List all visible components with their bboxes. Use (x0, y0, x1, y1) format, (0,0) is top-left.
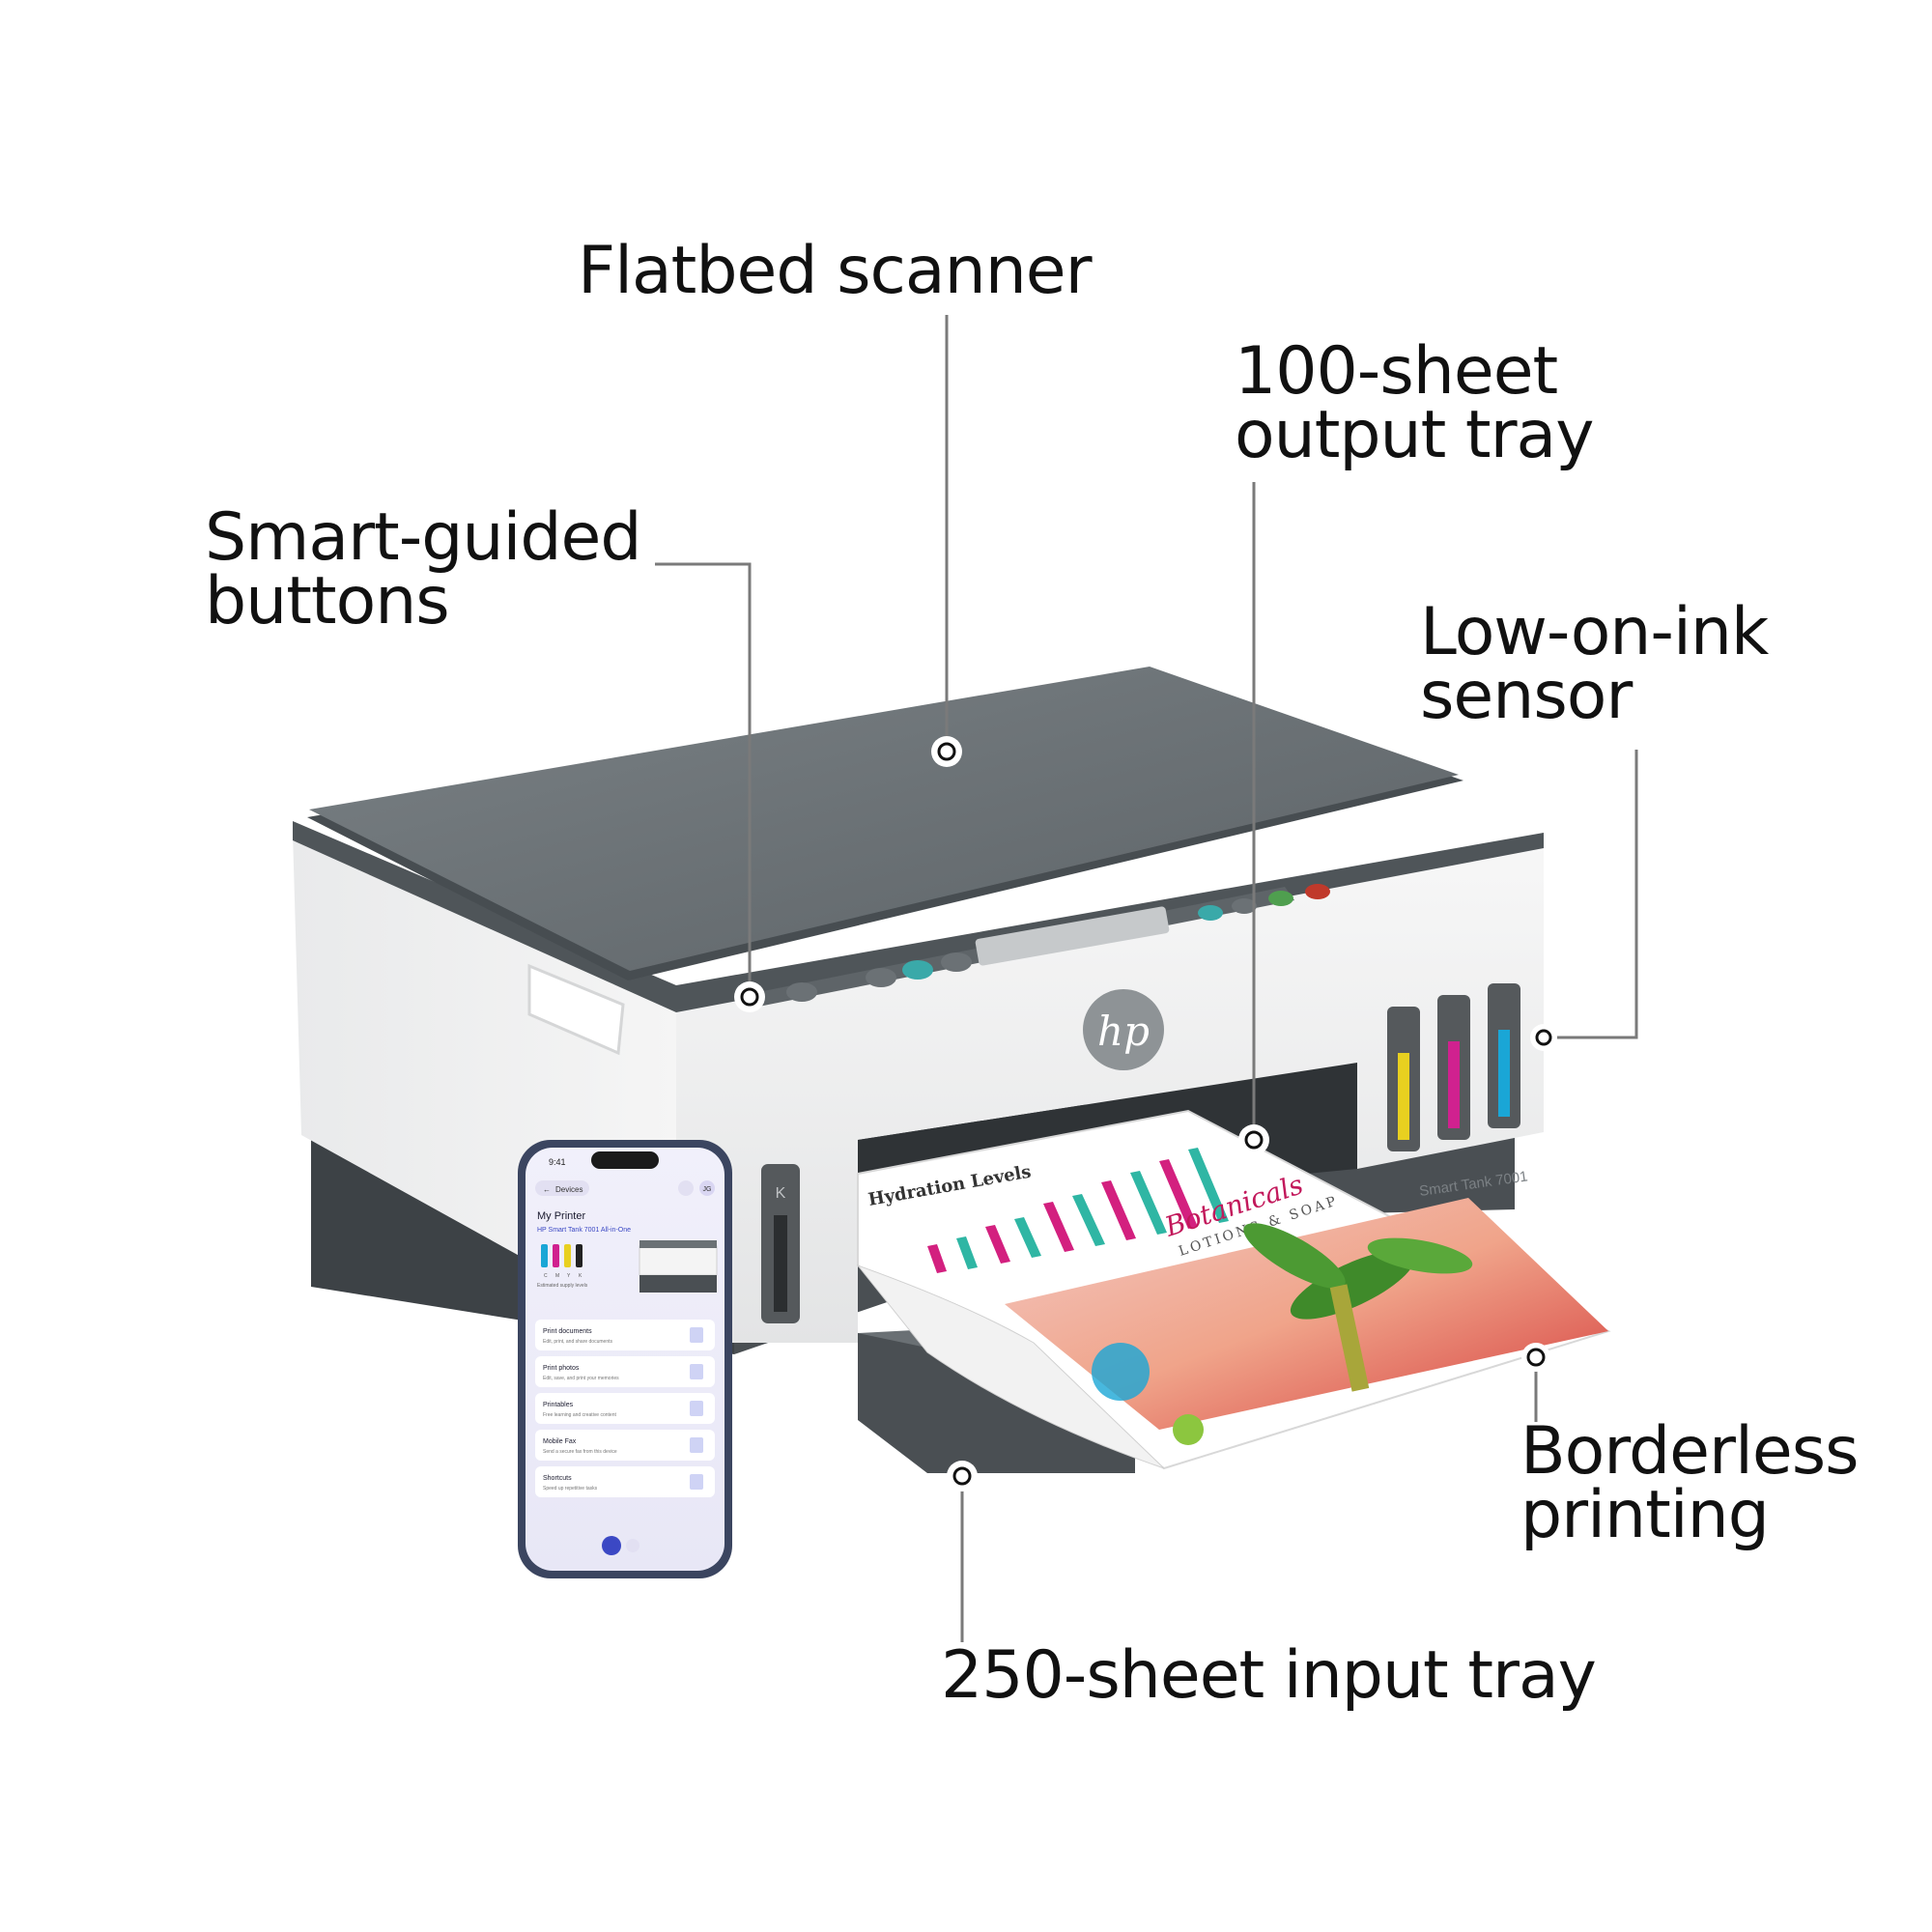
lcd-display (975, 906, 1170, 966)
marker-flatbed (931, 736, 962, 767)
svg-text:Edit, print, and share documen: Edit, print, and share documents (543, 1339, 612, 1345)
callout-borderless-line1: Borderless (1520, 1413, 1860, 1490)
svg-text:Y: Y (567, 1273, 571, 1279)
avatar[interactable] (699, 1180, 715, 1196)
callout-borderless-printing: Borderless printing (1520, 1413, 1860, 1553)
callout-smart-buttons: Smart-guided buttons (205, 499, 642, 639)
marker-buttons (734, 981, 765, 1012)
control-panel (734, 884, 1330, 1009)
scanner-lid (307, 667, 1463, 980)
svg-text:Speed up repetitive tasks: Speed up repetitive tasks (543, 1486, 598, 1492)
callout-output-tray: 100-sheet output tray (1235, 333, 1594, 473)
palm-plant-image (1243, 1223, 1473, 1392)
callout-output-line2: output tray (1235, 397, 1594, 473)
svg-text:My Printer: My Printer (537, 1210, 585, 1222)
printout-bar-chart (927, 1148, 1229, 1273)
svg-text:Printables: Printables (543, 1402, 574, 1408)
svg-text:Shortcuts: Shortcuts (543, 1475, 572, 1482)
smartphone: 9:41 ← Devices JG My Printer HP Smart Ta… (518, 1140, 732, 1578)
marker-input-tray (947, 1461, 978, 1492)
hp-logo-icon: hp (1083, 989, 1164, 1070)
callout-input-tray: 250-sheet input tray (941, 1637, 1597, 1714)
svg-text:HP Smart Tank 7001 All-in-One: HP Smart Tank 7001 All-in-One (537, 1227, 631, 1234)
svg-text:K: K (579, 1273, 582, 1279)
callout-flatbed-line1: Flatbed scanner (578, 233, 1093, 309)
svg-text:K: K (776, 1185, 786, 1202)
svg-text:Edit, save, and print your mem: Edit, save, and print your memories (543, 1376, 619, 1381)
callout-flatbed-scanner: Flatbed scanner (578, 233, 1093, 309)
svg-text:Print photos: Print photos (543, 1365, 580, 1372)
svg-text:Free learning and creative con: Free learning and creative content (543, 1412, 616, 1418)
callout-lines (655, 315, 1638, 1642)
phone-menu: Print documents Edit, print, and share d… (535, 1320, 715, 1497)
callout-buttons-line2: buttons (205, 563, 450, 639)
scan-nav-icon[interactable] (626, 1539, 639, 1552)
marker-borderless (1521, 1343, 1550, 1372)
svg-text:C: C (544, 1273, 548, 1279)
marker-output-tray (1238, 1124, 1269, 1155)
printed-sheet: Hydration Levels Botanicals LOTIONS & SO… (856, 1109, 1611, 1470)
svg-text:Send a secure fax from this de: Send a secure fax from this device (543, 1449, 617, 1455)
callout-markers (734, 736, 1557, 1492)
phone-printer-thumbnail (639, 1240, 718, 1293)
callout-ink-line1: Low-on-ink (1420, 594, 1769, 670)
menu-print-photos[interactable]: Print photos Edit, save, and print your … (535, 1356, 715, 1387)
home-nav-icon[interactable] (602, 1536, 621, 1555)
svg-text:Mobile Fax: Mobile Fax (543, 1438, 577, 1445)
ink-tanks (1387, 983, 1520, 1151)
control-buttons (786, 884, 1330, 1002)
bell-icon[interactable] (678, 1180, 694, 1196)
menu-printables[interactable]: Printables Free learning and creative co… (535, 1393, 715, 1424)
black-ink-tank: K (761, 1164, 800, 1323)
svg-text:JG: JG (703, 1186, 712, 1193)
marker-ink-sensor (1530, 1024, 1557, 1051)
callout-ink-line2: sensor (1420, 658, 1633, 734)
svg-text:hp: hp (1097, 1008, 1150, 1055)
menu-shortcuts[interactable]: Shortcuts Speed up repetitive tasks (535, 1466, 715, 1497)
svg-text:Print documents: Print documents (543, 1328, 592, 1335)
svg-text:9:41: 9:41 (549, 1157, 566, 1167)
phone-ink-levels (541, 1244, 582, 1267)
callout-buttons-line1: Smart-guided (205, 499, 642, 576)
callout-input-line1: 250-sheet input tray (941, 1637, 1597, 1714)
menu-mobile-fax[interactable]: Mobile Fax Send a secure fax from this d… (535, 1430, 715, 1461)
svg-text:Devices: Devices (555, 1185, 582, 1194)
callout-borderless-line2: printing (1520, 1477, 1770, 1553)
phone-notch (591, 1151, 659, 1169)
svg-text:M: M (555, 1273, 559, 1279)
phone-back-button[interactable] (535, 1180, 589, 1196)
svg-text:Estimated supply levels: Estimated supply levels (537, 1283, 588, 1289)
callout-ink-sensor: Low-on-ink sensor (1420, 594, 1769, 734)
callout-output-line1: 100-sheet (1235, 333, 1558, 410)
svg-text:←: ← (543, 1185, 551, 1194)
menu-print-documents[interactable]: Print documents Edit, print, and share d… (535, 1320, 715, 1350)
